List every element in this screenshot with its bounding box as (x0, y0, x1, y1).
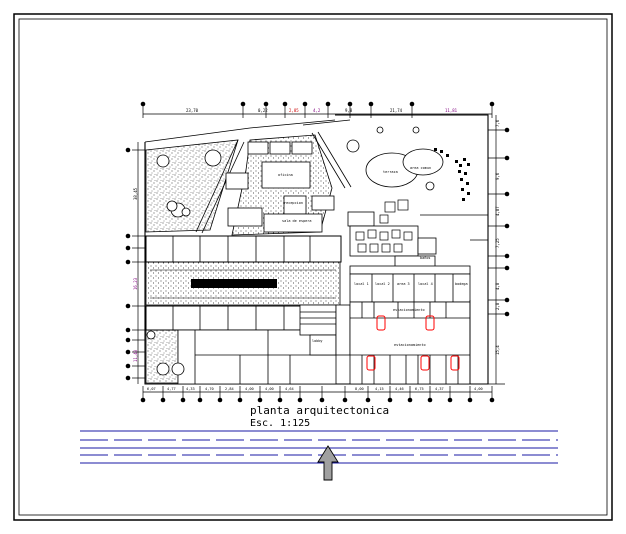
furniture (355, 199, 413, 253)
label-banos: baños (420, 256, 431, 260)
dim-top-3: 4,2 (313, 108, 321, 113)
drawing-scale: Esc. 1:125 (250, 418, 310, 429)
dimension-left-bubbles (125, 147, 131, 381)
dim-bot-11: 6,75 (415, 387, 424, 391)
label-local-2: local 2 (375, 282, 390, 286)
dim-bot-1: 4,77 (167, 387, 176, 391)
dim-right-5: 2,8 (495, 302, 500, 310)
dimension-left (132, 142, 145, 384)
dim-left-2: 11,43 (133, 349, 138, 362)
label-recepcion: recepcion (284, 201, 303, 205)
dim-right-0: 7,6 (495, 119, 500, 127)
dim-bot-10: 4,46 (395, 387, 404, 391)
dim-left-0: 38,45 (133, 187, 138, 200)
dim-bot-12: 4,37 (435, 387, 444, 391)
dimension-top-bubbles (140, 101, 495, 107)
dim-right-6: 15,4 (495, 345, 500, 355)
dim-right-1: 9,6 (495, 172, 500, 180)
wall-solid (191, 279, 277, 288)
dim-right-3: 7,25 (495, 238, 500, 248)
drawing-title: planta arquitectonica (250, 404, 389, 417)
dim-top-6: 11,81 (445, 108, 458, 113)
dimension-bottom-bubbles (140, 397, 495, 403)
north-arrow-icon (317, 445, 339, 481)
label-local-4: local 4 (418, 282, 433, 286)
dim-top-0: 23,70 (186, 108, 199, 113)
dim-top-2: 2,85 (289, 108, 299, 113)
dim-top-1: 0,22 (258, 108, 268, 113)
dim-right-4: 4,8 (495, 282, 500, 290)
label-estacionamiento-2: estacionamiento (394, 343, 426, 347)
inner-border (18, 18, 608, 516)
label-terraza: terraza (383, 170, 398, 174)
dimension-bottom (142, 386, 493, 400)
dimension-right (488, 115, 505, 385)
dim-right-2: 4,87 (495, 206, 500, 216)
label-local-3: area 3 (397, 282, 410, 286)
dim-top-5: 21,74 (390, 108, 403, 113)
dim-bot-4: 2,84 (225, 387, 234, 391)
dim-bot-8: 8,00 (355, 387, 364, 391)
dim-bot-2: 4,33 (186, 387, 195, 391)
trees (146, 126, 435, 376)
label-lobby: lobby (312, 339, 323, 343)
label-area-comun: area comun (410, 166, 431, 170)
dim-bot-6: 4,00 (265, 387, 274, 391)
parked-cars (366, 315, 460, 371)
blue-guide-lines (80, 430, 558, 464)
label-bodega: bodega (455, 282, 468, 286)
hedge (434, 148, 470, 201)
dim-bot-0: 6,07 (147, 387, 156, 391)
dim-bot-13: 4,00 (474, 387, 483, 391)
dim-bot-7: 4,64 (285, 387, 294, 391)
dim-left-1: 16,23 (133, 277, 138, 290)
label-sala: sala de espera (282, 219, 312, 223)
dimension-right-bubbles (504, 127, 510, 317)
dim-bot-5: 4,00 (245, 387, 254, 391)
dim-bot-3: 4,70 (205, 387, 214, 391)
dimension-top (142, 104, 493, 118)
label-local-1: local 1 (354, 282, 369, 286)
dim-bot-9: 4,15 (375, 387, 384, 391)
dim-top-4: 9,8 (345, 108, 353, 113)
label-oficina: oficina (278, 173, 293, 177)
pond (365, 148, 444, 188)
label-estacionamiento: estacionamiento (393, 308, 425, 312)
